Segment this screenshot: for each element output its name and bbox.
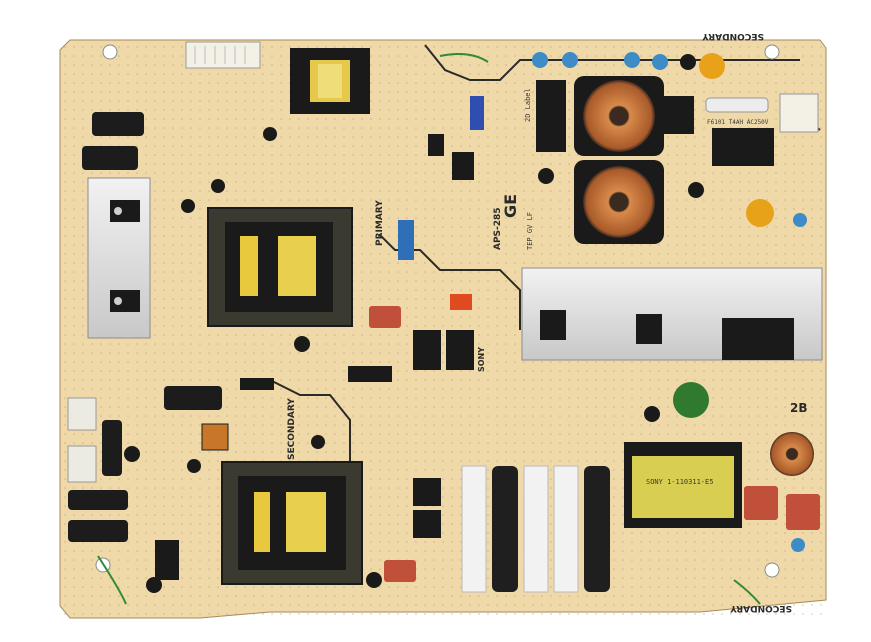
label-secondary-bottom: SECONDARY (730, 603, 792, 613)
controller-ic (348, 366, 392, 382)
label-sticker-2d (536, 80, 566, 152)
common-mode-choke-upper (574, 76, 664, 156)
fuse-label: F6101 T4AH AC250V (707, 119, 769, 126)
green-capacitor (673, 382, 709, 418)
film-capacitor-1 (744, 486, 778, 520)
label-secondary-top: SECONDARY (702, 31, 764, 41)
film-capacitor-2 (786, 494, 820, 530)
varistor-right (746, 199, 774, 227)
y-capacitors (532, 52, 807, 552)
series-label: GE (501, 194, 520, 218)
varistor-top (699, 53, 725, 79)
transformer-label: SONY 1-110311-E5 (646, 478, 713, 486)
brand-label: SONY (477, 347, 486, 372)
blue-sticker (398, 220, 414, 260)
mosfet-1 (413, 330, 441, 370)
mosfet-4 (413, 510, 441, 538)
output-choke (770, 432, 814, 476)
connector-top (185, 41, 261, 69)
mosfet-3 (413, 478, 441, 506)
electrolytic-2 (584, 466, 610, 592)
connector-left-2 (67, 445, 97, 483)
stamp-label: 2D Label (524, 88, 532, 122)
connector-left-1 (67, 397, 97, 431)
label-secondary-left: SECONDARY (287, 398, 297, 460)
relay (712, 128, 774, 166)
marker-2b: 2B (790, 401, 808, 415)
model-label: APS-285 (493, 207, 503, 250)
label-primary: PRIMARY (375, 200, 385, 246)
common-mode-choke-lower (574, 160, 664, 244)
fuse (705, 97, 769, 113)
small-transistors (124, 54, 704, 593)
sub-code: TEP GV LF (526, 212, 534, 250)
capacitor-left-2 (82, 146, 138, 170)
electrolytic-1 (492, 466, 518, 592)
film-capacitor-3 (369, 306, 401, 328)
capacitor-left-1 (92, 112, 144, 136)
film-capacitor-4 (384, 560, 416, 582)
connector-right (779, 93, 819, 133)
mosfet-2 (446, 330, 474, 370)
